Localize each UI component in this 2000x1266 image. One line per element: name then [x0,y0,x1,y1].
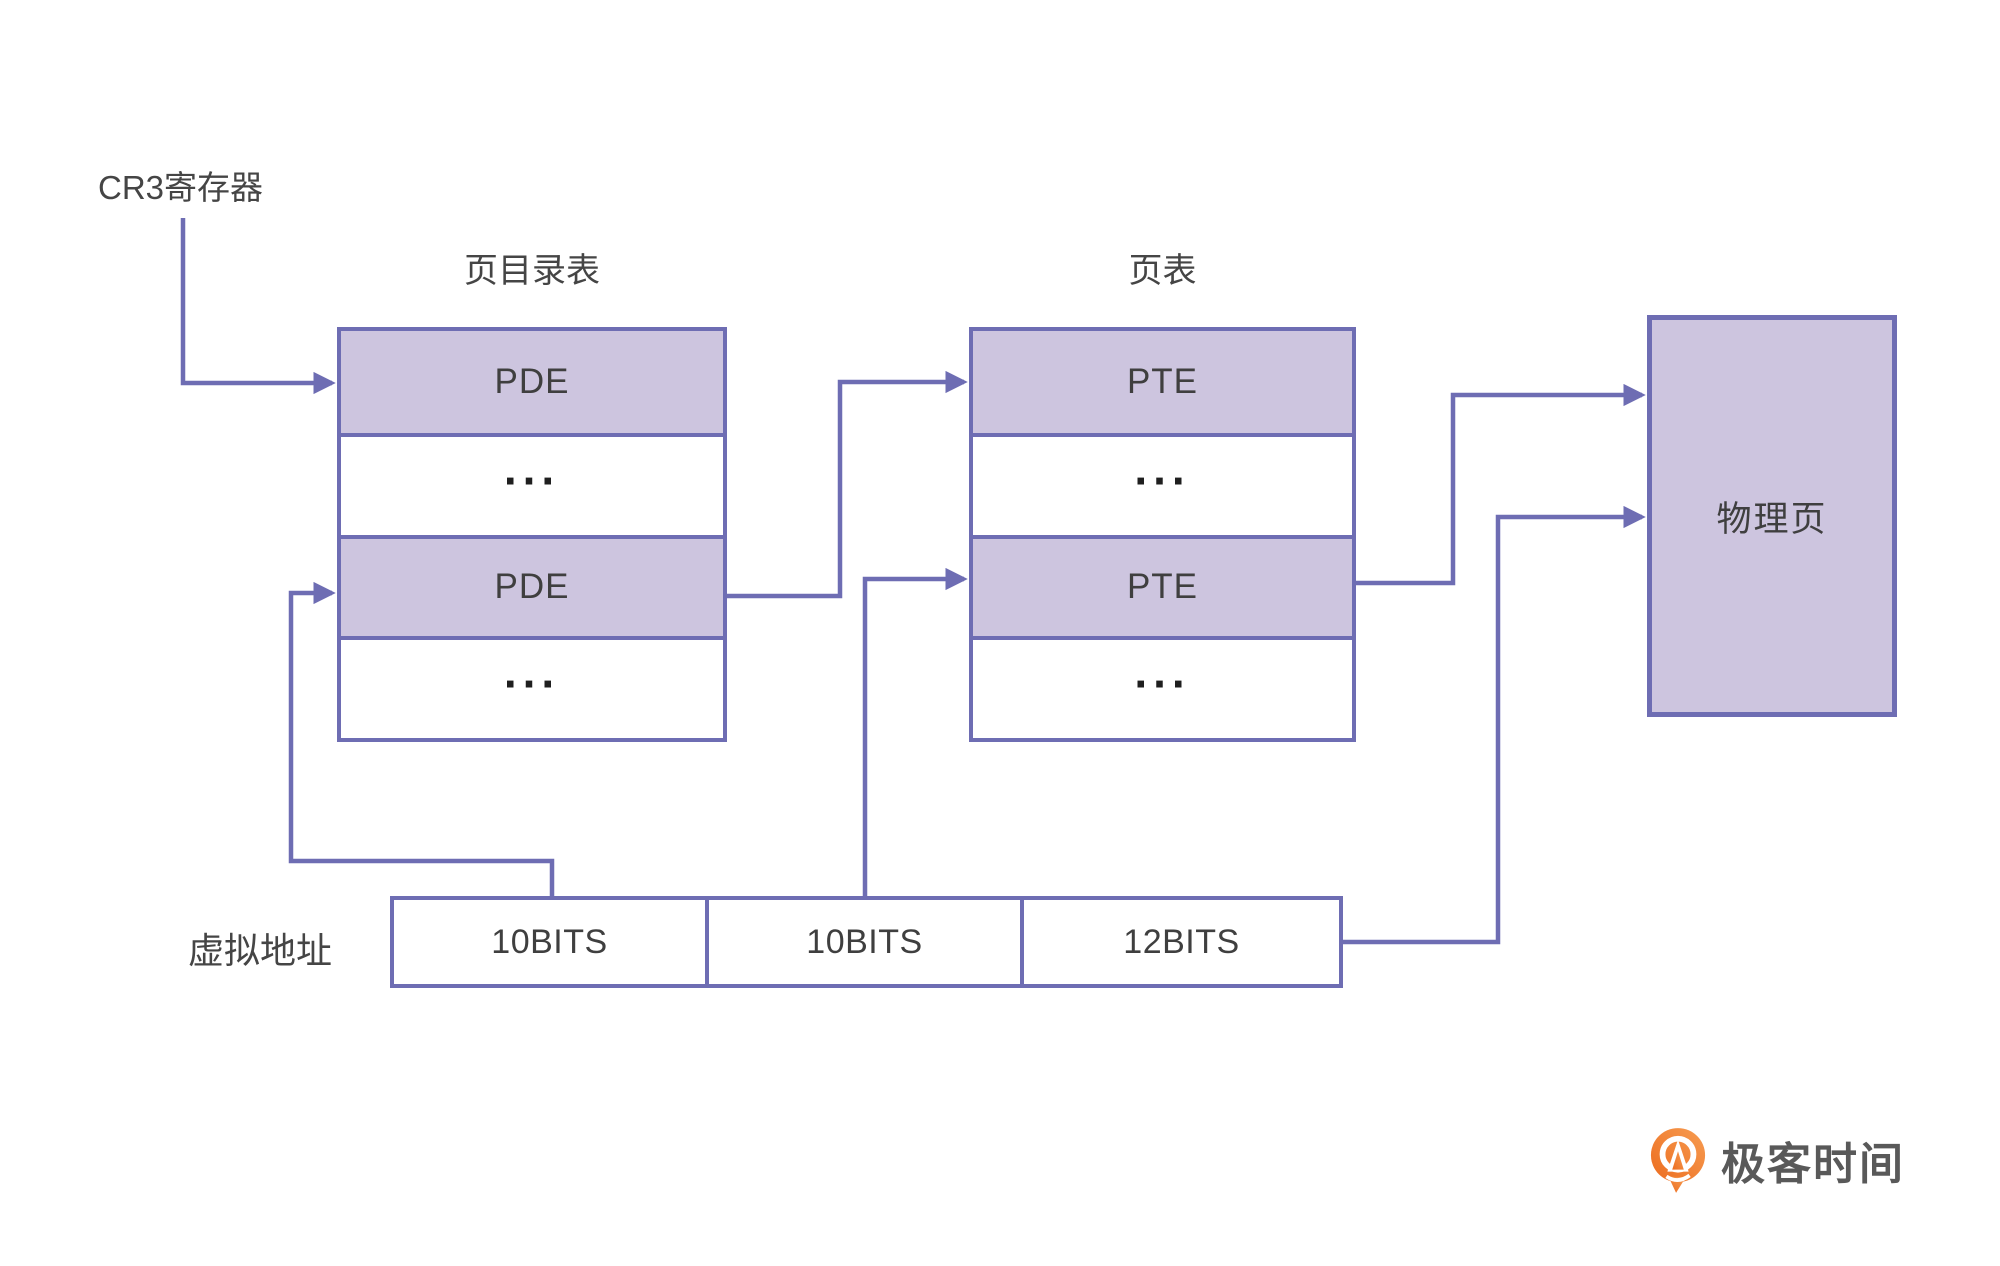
pde-entry-row: PDE [341,534,723,637]
pde-entry-row: PDE [341,331,723,433]
va-field-label: 10BITS [491,922,608,961]
geektime-logo: 极客时间 [1649,1126,1905,1194]
va-field-table-index: 10BITS [705,900,1020,984]
ellipsis-label: ... [1134,442,1191,495]
connector-vabits2-to-pte2 [862,567,968,897]
virtual-address-box: 10BITS 10BITS 12BITS [390,896,1343,988]
page-table-title: 页表 [1128,252,1197,290]
pte-ellipsis-row: ... [973,636,1352,738]
va-field-page-offset: 12BITS [1020,900,1339,984]
pde-ellipsis-row: ... [341,636,723,738]
virtual-address-label: 虚拟地址 [188,930,333,971]
ellipsis-label: ... [1134,645,1191,698]
connector-cr3-to-pde1 [180,218,336,395]
pde-entry-label: PDE [494,567,570,607]
physical-page-box: 物理页 [1647,315,1897,717]
connector-vabits3-to-physical-page [1343,505,1646,945]
connector-pde2-to-pte1 [727,370,968,599]
page-directory-table: PDE ... PDE ... [337,327,727,742]
geektime-logo-text: 极客时间 [1721,1140,1905,1189]
va-field-label: 10BITS [806,922,923,961]
geektime-logo-icon [1650,1128,1706,1193]
pte-entry-label: PTE [1126,567,1199,607]
pde-entry-label: PDE [494,361,570,401]
physical-page-label: 物理页 [1716,499,1828,539]
pte-entry-row: PTE [973,331,1352,433]
page-directory-title: 页目录表 [464,252,600,290]
va-field-directory-index: 10BITS [394,900,705,984]
ellipsis-label: ... [503,442,561,495]
page-table: PTE ... PTE ... [969,327,1356,742]
pte-ellipsis-row: ... [973,432,1352,535]
va-field-label: 12BITS [1123,922,1240,961]
pte-entry-row: PTE [973,534,1352,637]
ellipsis-label: ... [503,645,561,698]
pde-ellipsis-row: ... [341,432,723,535]
connector-pte2-to-physical-page [1356,383,1646,586]
cr3-register-label: CR3寄存器 [98,169,264,206]
pte-entry-label: PTE [1126,361,1199,401]
